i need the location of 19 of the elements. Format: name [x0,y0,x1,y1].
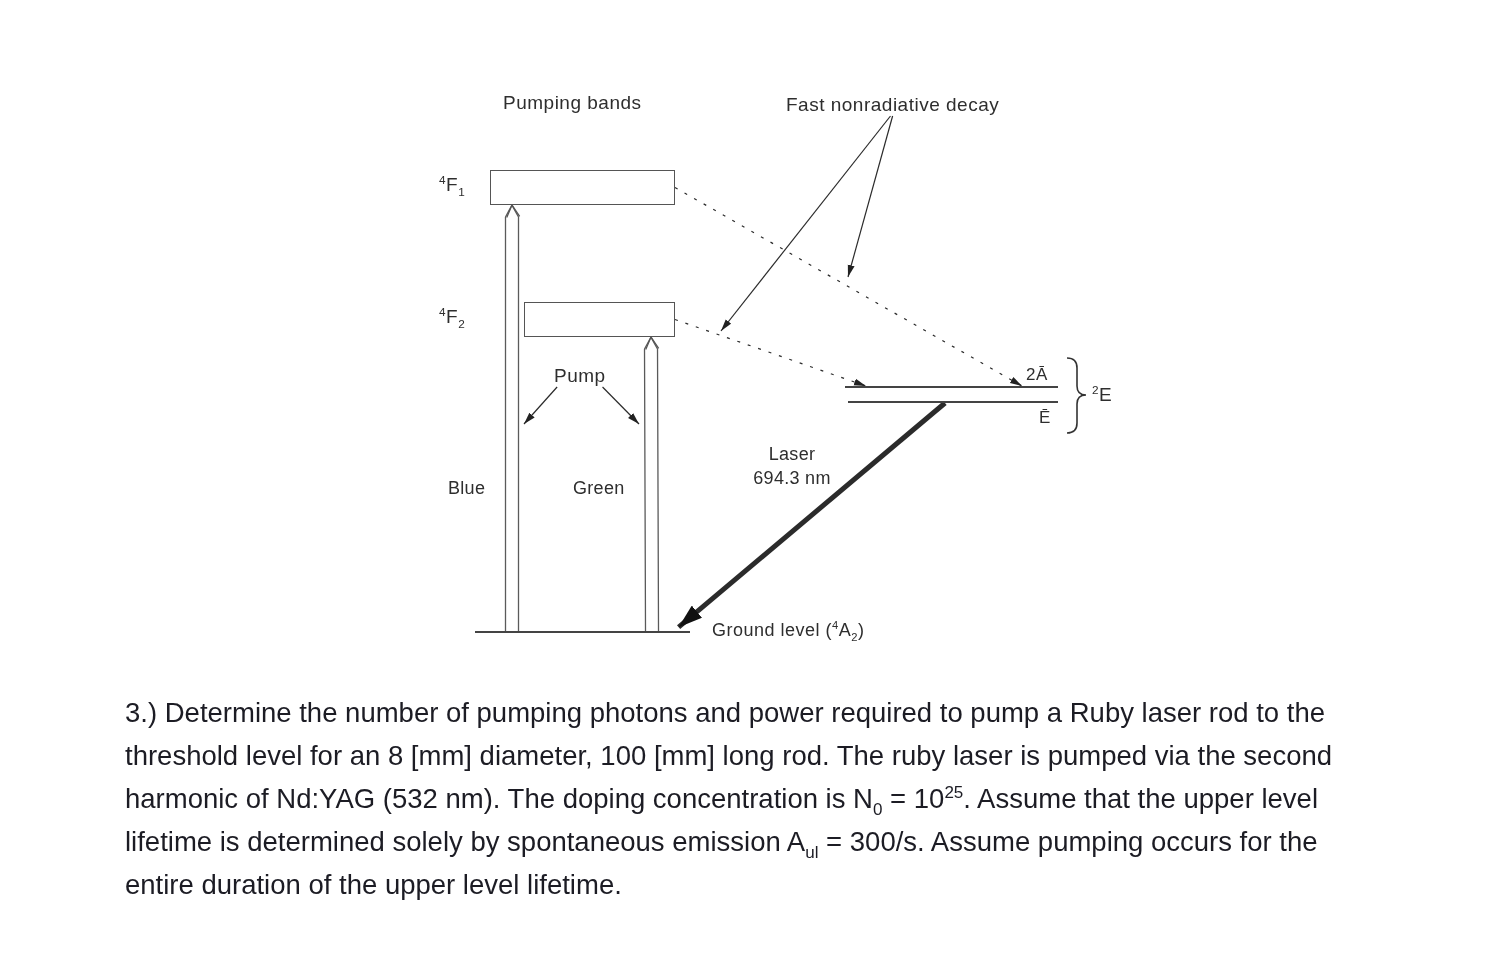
level-label: 2Ā [1026,364,1048,386]
question-text: 3.) Determine the number of pumping photons and power required to pump a Ruby laser rod to the threshold level for an 8 [mm] diameter, 100 [mm] long rod. The ruby laser is pumped via the second harmonic of Nd:YAG (532 nm). The doping concentration is N$_{0}$ = 10$^{25}$. Assume that the upper level lifetime is determined solely by spontaneous emission A$_{ul}$ = 300/s. Assume pumping occurs for the entire duration of the upper level lifetime. [125,696,1334,902]
thick-arrow [677,401,947,630]
leader-arrow [523,386,558,425]
level-label: Ē [1039,407,1051,429]
level-label: $^{2}$E [1092,384,1113,406]
annotation-text: Fast nonradiative decay [786,94,1000,116]
annotation-text: Pump [554,365,606,387]
leader-arrow [847,115,894,278]
level-label: $^{4}$F$_{2}$ [439,306,466,328]
leader-arrow [601,386,640,425]
dashed-arrow [674,318,867,387]
leader-arrow [720,115,892,332]
heading-label: Pumping bands [503,92,642,114]
hollow-arrow [643,336,660,632]
dashed-arrow [674,186,1023,387]
level-label: Ground level ($^{4}$A$_{2}$) [712,619,865,641]
level-label: $^{4}$F$_{1}$ [439,174,466,196]
hollow-arrow [504,204,521,632]
